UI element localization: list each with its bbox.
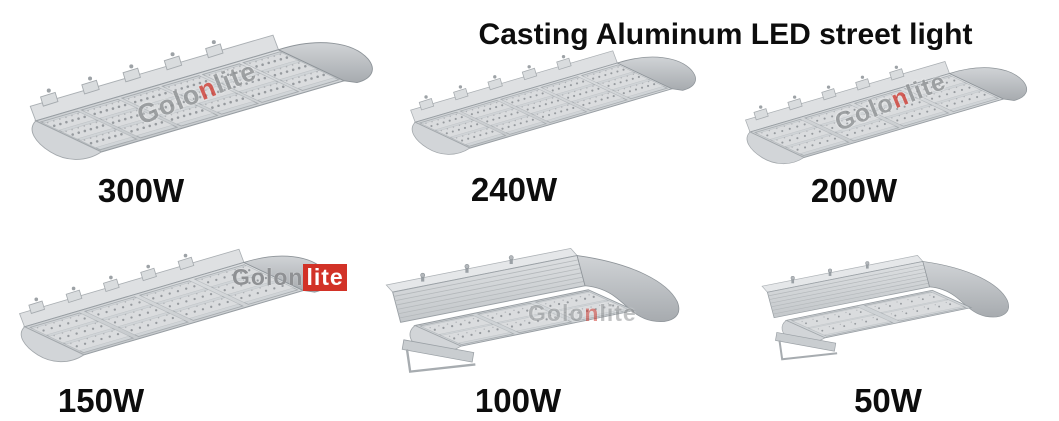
street-light-image-150w	[8, 234, 338, 380]
product-100w: Golonlite	[372, 244, 690, 380]
product-300w: Golonlite	[6, 26, 394, 172]
brand-text-boxed: lite	[303, 264, 347, 291]
product-label-300w: 300W	[97, 172, 185, 209]
street-light-image-100w	[372, 244, 690, 380]
product-label-200w: 200W	[810, 172, 898, 209]
product-label-150w: 150W	[57, 382, 145, 419]
brand-text: lite	[599, 300, 637, 326]
street-light-image-50w	[750, 244, 1018, 374]
brand-text: Golo	[528, 300, 585, 326]
brand-text: Golo	[232, 264, 289, 290]
street-light-image-200w	[716, 54, 1054, 174]
brand-text: n	[288, 264, 304, 290]
street-light-image-240w	[400, 42, 704, 166]
product-50w	[750, 244, 1018, 374]
street-light-image-300w	[6, 26, 394, 172]
product-label-240w: 240W	[470, 171, 558, 208]
product-label-100w: 100W	[474, 382, 562, 419]
brand-watermark: Golonlite	[528, 300, 637, 327]
product-240w	[400, 42, 704, 166]
product-label-50w: 50W	[854, 382, 922, 419]
brand-text-red: n	[584, 300, 600, 326]
page-title: Casting Aluminum LED street light	[478, 18, 973, 52]
product-200w: Golonlite	[716, 54, 1054, 174]
